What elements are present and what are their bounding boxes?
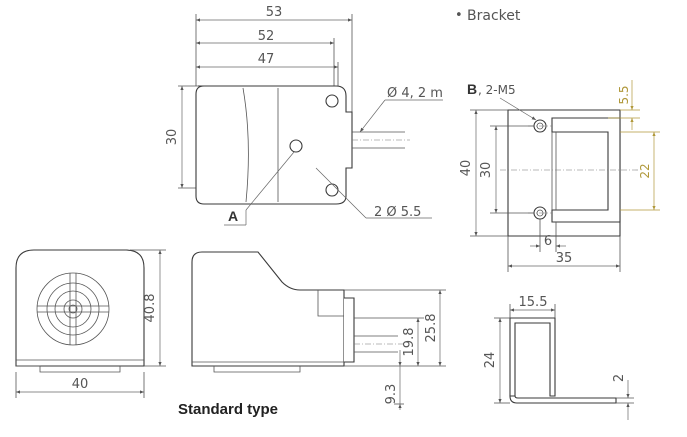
bracket-slot-height: 22	[638, 163, 652, 178]
bracket-front-view: • Bracket B , 2-M5 40 30	[455, 8, 660, 272]
bracket-bullet: •	[455, 8, 463, 23]
mounting-hole-upper	[325, 94, 339, 108]
bracket-hole-pitch: 30	[479, 162, 494, 179]
profile-top-width: 15.5	[519, 295, 548, 310]
profile-leg-height: 24	[483, 352, 498, 369]
callout-b-label: B	[467, 81, 477, 97]
dim-height: 30	[165, 129, 180, 146]
cable-diameter-label: Ø 4, 2 m	[387, 86, 443, 101]
sensor-side-view: 19.8 25.8 9.3	[191, 251, 446, 410]
dim-body-length: 52	[258, 29, 275, 44]
bracket-thread-label: , 2-M5	[478, 83, 516, 97]
mounting-holes-label: 2 Ø 5.5	[374, 205, 421, 220]
sensor-side-outline	[191, 251, 345, 367]
sensor-front-outline	[15, 249, 145, 367]
dim-hole-pitch: 47	[258, 52, 275, 67]
callout-a-label: A	[228, 208, 238, 224]
bracket-heading: Bracket	[467, 8, 521, 24]
bracket-slot-offset: 6	[544, 234, 552, 249]
sensing-face-outer	[36, 272, 110, 346]
profile-thickness: 2	[612, 374, 627, 382]
bracket-width: 35	[556, 251, 573, 266]
mounting-hole-lower	[325, 183, 339, 197]
front-width: 40	[72, 377, 89, 392]
led-indicator	[289, 139, 303, 153]
front-height: 40.8	[143, 294, 158, 323]
sensing-face-curve	[242, 87, 249, 203]
bracket-overall-height: 40	[459, 160, 474, 177]
dim-total-length: 53	[266, 5, 283, 20]
bracket-gap: 5.5	[617, 85, 631, 104]
sensor-front-view: 40 40.8	[15, 249, 166, 398]
side-upper-height: 25.8	[424, 314, 439, 343]
side-cable-height: 19.8	[402, 328, 417, 357]
sensor-body-outline	[195, 85, 353, 205]
standard-type-caption: Standard type	[178, 401, 278, 418]
bracket-profile: 15.5 24 2	[483, 295, 634, 420]
sensor-top-view: 53 52 47 30 Ø 4, 2 m 2 Ø 5.5	[165, 5, 443, 226]
side-base-height: 9.3	[384, 384, 399, 405]
bracket-profile-shape	[509, 317, 556, 397]
